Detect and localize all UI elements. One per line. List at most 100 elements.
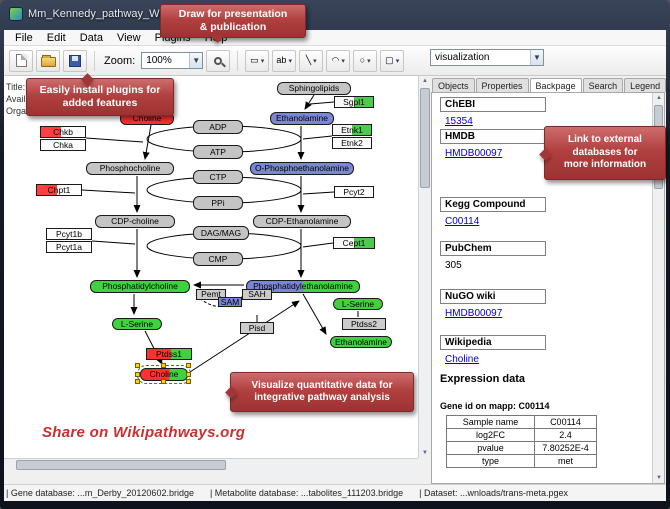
gene-node[interactable]: Pisd	[240, 322, 274, 334]
arc-tool-button[interactable]: ◠▾	[326, 49, 351, 72]
gene-node[interactable]: Chpt1	[36, 184, 82, 196]
zoom-label: Zoom:	[104, 54, 136, 67]
tab-search[interactable]: Search	[582, 78, 624, 92]
rectangle-icon: ▢	[385, 55, 394, 65]
gene-node[interactable]: Ptdss1	[146, 348, 192, 360]
save-icon	[69, 54, 81, 67]
selection-handle[interactable]	[135, 371, 140, 377]
gene-node[interactable]: Pcyt1a	[46, 241, 92, 253]
metabolite-node[interactable]: Phosphatidylcholine	[90, 280, 190, 293]
gene-node[interactable]: SAM	[218, 297, 242, 307]
scroll-down-icon[interactable]: ▼	[422, 450, 428, 456]
gene-node[interactable]: Ptdss2	[342, 318, 386, 330]
visualization-select[interactable]: visualization ▼	[430, 49, 544, 66]
tab-properties[interactable]: Properties	[475, 78, 529, 92]
selection-handle[interactable]	[135, 363, 140, 368]
metabolite-node[interactable]: ATP	[193, 145, 243, 159]
gene-node[interactable]: Etnk1	[332, 124, 372, 136]
selection-handle[interactable]	[186, 379, 191, 384]
metabolite-node[interactable]: L-Serine	[333, 298, 383, 310]
table-cell: Sample name	[446, 415, 535, 429]
hmdb-link[interactable]: HMDB00097	[445, 148, 503, 159]
callout-draw: Draw for presentation & publication	[160, 4, 306, 43]
metabolite-node[interactable]: ADP	[193, 120, 243, 134]
gene-node[interactable]: Sgpl1	[334, 96, 374, 108]
tab-objects[interactable]: Objects	[432, 78, 475, 92]
menubar: File Edit Data View Plugins Help	[4, 30, 666, 46]
scroll-down-icon[interactable]: ▼	[656, 475, 662, 481]
share-text: Share on Wikipathways.org	[42, 424, 246, 441]
scroll-up-icon[interactable]: ▲	[422, 78, 428, 84]
metabolite-node[interactable]: CMP	[193, 252, 243, 266]
new-button[interactable]	[9, 49, 33, 72]
chevron-down-icon: ▾	[395, 57, 400, 65]
table-cell: C00114	[534, 415, 597, 429]
metabolite-node[interactable]: L-Serine	[112, 318, 162, 330]
kegg-link[interactable]: C00114	[445, 216, 480, 227]
metabolite-node[interactable]: Phosphatidylethanolamine	[246, 280, 360, 293]
gene-node[interactable]: Pcyt1b	[46, 228, 92, 240]
save-button[interactable]	[63, 49, 87, 72]
rectangle-tool-button[interactable]: ▢▾	[380, 49, 405, 72]
expression-data-title: Expression data	[440, 373, 525, 385]
open-button[interactable]	[36, 49, 60, 72]
selection-handle[interactable]	[161, 363, 166, 368]
gene-node[interactable]: Pcyt2	[334, 186, 374, 198]
canvas-organism-label: Organ	[6, 106, 31, 116]
table-row: Sample name C00114	[446, 415, 597, 429]
menu-data[interactable]: Data	[79, 31, 103, 44]
gene-node[interactable]: Etnk2	[332, 137, 372, 149]
arc-icon: ◠	[331, 55, 340, 65]
metabolite-node[interactable]: Phosphocholine	[86, 162, 174, 175]
metabolite-node[interactable]: DAG/MAG	[193, 226, 249, 240]
selection-handle[interactable]	[186, 371, 191, 377]
selection-handle[interactable]	[186, 363, 191, 368]
backpage-section-hmdb: HMDB HMDB00097	[440, 129, 546, 159]
menu-edit[interactable]: Edit	[46, 31, 66, 44]
ellipse-tool-button[interactable]: ○▾	[353, 49, 378, 72]
expression-table: Sample name C00114 log2FC 2.4 pvalue 7.8…	[446, 415, 597, 468]
gene-node[interactable]: SAH	[242, 289, 272, 300]
label-tool-button[interactable]: ab▾	[272, 49, 297, 72]
gene-node[interactable]: Chkb	[40, 126, 86, 138]
zoom-value: 100%	[146, 55, 172, 66]
vscroll-thumb[interactable]	[420, 88, 430, 188]
datanode-tool-button[interactable]: ▭▾	[245, 49, 270, 72]
tab-backpage[interactable]: Backpage	[529, 78, 582, 93]
metabolite-node[interactable]: O-Phosphoethanolamine	[250, 162, 354, 175]
metabolite-node[interactable]: CDP-Ethanolamine	[253, 215, 351, 228]
metabolite-node[interactable]: Ethanolamine	[330, 336, 392, 348]
backpage-section-pubchem: PubChem 305	[440, 241, 546, 271]
metabolite-node[interactable]: CTP	[193, 170, 243, 184]
table-cell: pvalue	[446, 441, 535, 455]
section-header: PubChem	[440, 241, 546, 256]
wikipedia-link[interactable]: Choline	[445, 354, 479, 365]
gene-node[interactable]: Pemt	[196, 289, 226, 300]
zoom-select[interactable]: 100% ▼	[141, 52, 204, 69]
metabolite-node[interactable]: Ethanolamine	[270, 112, 334, 125]
selection-handle[interactable]	[161, 379, 166, 384]
chevron-down-icon: ▾	[367, 57, 371, 65]
gene-node[interactable]: Chka	[40, 139, 86, 151]
metabolite-node[interactable]: CDP-choline	[95, 215, 175, 228]
canvas-vscrollbar[interactable]: ▲ ▼	[418, 76, 430, 458]
menu-file[interactable]: File	[15, 31, 33, 44]
new-file-icon	[15, 54, 27, 67]
metabolite-node[interactable]: PPi	[193, 196, 243, 210]
menu-view[interactable]: View	[116, 31, 141, 44]
scroll-up-icon[interactable]: ▲	[656, 95, 662, 101]
gene-node[interactable]: Cept1	[333, 237, 375, 249]
tab-legend[interactable]: Legend	[624, 78, 667, 92]
selection-handle[interactable]	[135, 379, 140, 384]
nugo-link[interactable]: HMDB00097	[445, 308, 503, 319]
metabolite-node[interactable]: Sphingolipids	[277, 82, 351, 95]
canvas-hscrollbar[interactable]	[4, 458, 418, 470]
hscroll-thumb[interactable]	[16, 460, 226, 470]
backpage-section-chebi: ChEBI 15354	[440, 97, 546, 127]
titlebar[interactable]: Mm_Kennedy_pathway_WP1771_45176.gpml	[0, 0, 670, 30]
zoom-to-fit-button[interactable]	[206, 49, 231, 72]
line-tool-button[interactable]: ╲▾	[299, 49, 324, 72]
chebi-link[interactable]: 15354	[445, 116, 473, 127]
